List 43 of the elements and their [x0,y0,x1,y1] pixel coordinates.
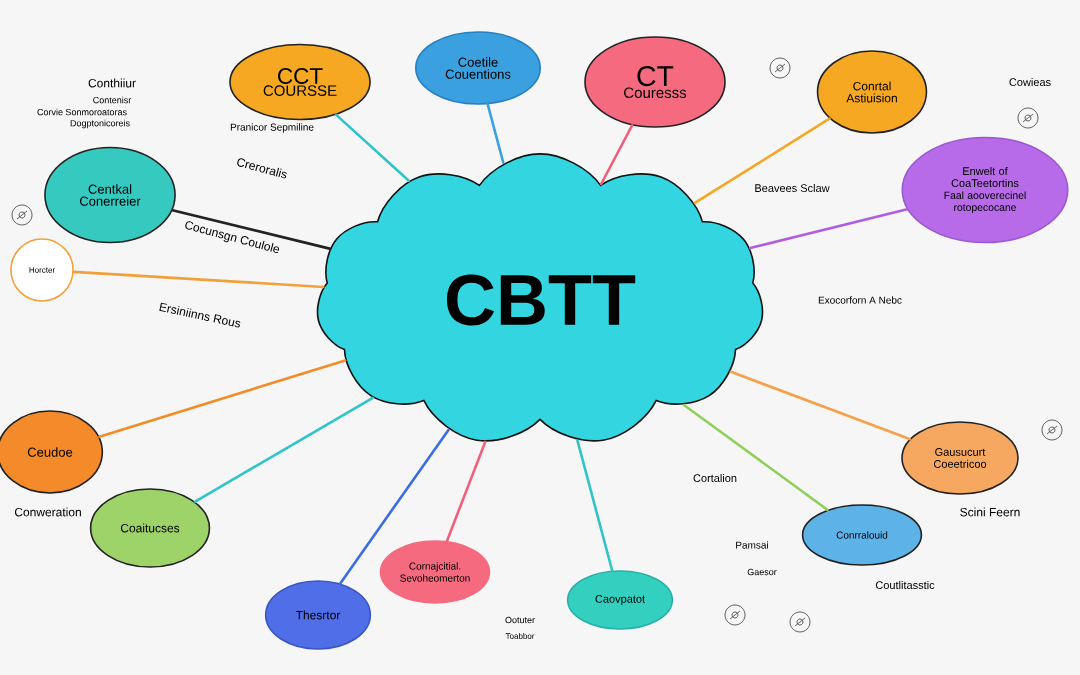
connector-line [576,439,614,572]
annotation-text: Pamsai [736,541,768,549]
topic-bubble: Gausucurt Coeetricoo [901,421,1019,495]
annotation-text: Corvie Sonmoroatoras [37,108,127,116]
connector-line [682,403,829,512]
topic-bubble: CCT COURSSE [229,43,371,121]
connector-line [334,113,411,183]
connector-line [486,103,505,164]
annotation-text: Ersiniinns Rous [159,302,241,328]
annotation-text: Gaesor [747,568,777,576]
connector-line [98,359,347,438]
topic-bubble: Conrtal Astiuision [816,50,928,134]
topic-bubble: Caovpatot [566,570,674,630]
connector-line [599,124,634,186]
annotation-text: Ootuter [505,616,535,624]
annotation-text: Cowieas [1009,77,1051,87]
topic-bubble: Conrralouid [801,504,923,566]
topic-bubble: CT Couresss [584,36,726,128]
topic-bubble: Centkal Conerreier [44,146,176,244]
topic-bubble: Thesrtor [264,580,372,650]
annotation-text: Coutlitasstic [875,580,935,590]
connector-line [693,117,831,205]
topic-bubble: Coaitucses [89,488,211,568]
annotation-text: Contenisr [93,96,132,104]
connector-line [338,428,450,585]
annotation-text: Cortalion [693,473,737,483]
topic-bubble: Coetile Couentions [414,31,542,105]
topic-bubble: Enwelt of CoaTeetortins Faal aooverecinel rotopecocane [901,136,1069,244]
annotation-text: Conweration [14,507,81,517]
annotation-text: Exocorforn A Nebc [818,296,902,304]
annotation-text: Toabbor [505,633,535,639]
connector-line [445,440,487,543]
topic-bubble: Cornajcitial. Sevoheomerton [379,540,491,604]
connector-line [729,370,911,441]
connector-line [193,396,375,503]
annotation-text: Pranicor Sepmiline [230,123,314,133]
topic-bubble: Ceudoe [0,410,104,494]
annotation-text: Conthiiur [88,78,136,88]
connector-line [748,207,909,250]
annotation-text: Scini Feern [960,507,1020,517]
connector-line [171,208,331,250]
annotation-text: Dogptonicoreis [70,119,130,129]
connector-line [72,270,325,289]
